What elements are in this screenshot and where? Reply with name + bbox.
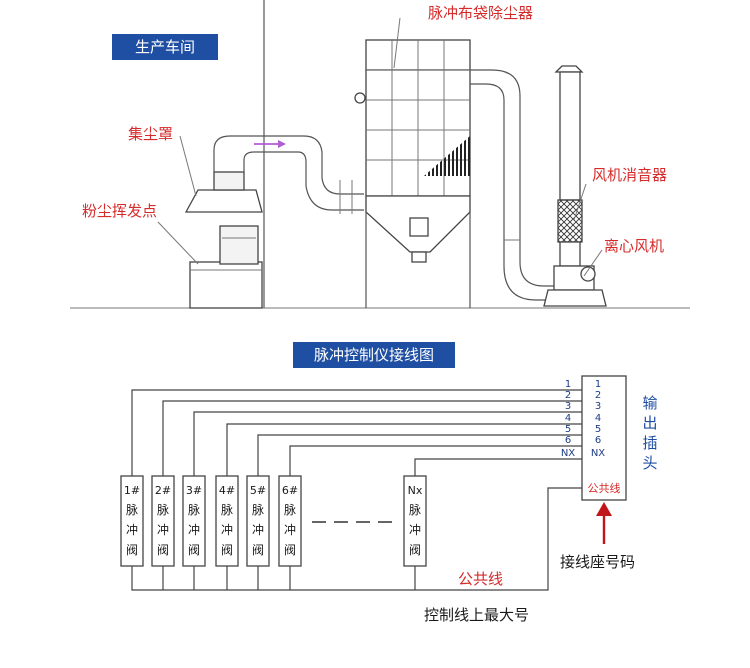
wire-number: 1 <box>565 379 571 390</box>
wiring-diagram: 脉冲控制仪接线图 1# 脉 冲 阀 <box>120 342 658 624</box>
terminal-number: 6 <box>595 435 601 446</box>
terminal-number: 1 <box>595 379 601 390</box>
valve-3: 3# 脉 冲 阀 <box>182 475 206 567</box>
terminal-common-label: 公共线 <box>588 481 621 495</box>
valve-id: 3# <box>186 484 202 497</box>
terminal-block: 1 2 3 4 5 6 NX 公共线 <box>581 375 627 501</box>
output-plug-char: 头 <box>642 454 657 472</box>
valve-char: 脉 <box>284 502 296 517</box>
dust-hood <box>184 171 263 213</box>
wire-number: NX <box>561 448 575 459</box>
terminal-number: 4 <box>595 413 601 424</box>
wire-number: 4 <box>565 413 571 424</box>
pointer-hood <box>179 135 197 197</box>
outlet-duct <box>470 69 560 301</box>
pointer-fan <box>583 249 603 277</box>
valve-1: 1# 脉 冲 阀 <box>120 475 144 567</box>
output-plug-char: 出 <box>642 414 657 432</box>
pointer-silencer <box>573 183 587 221</box>
pointer-collector <box>393 17 401 69</box>
terminal-number: 5 <box>595 424 601 435</box>
valve-char: 阀 <box>221 543 233 557</box>
workshop-label: 生产车间 <box>135 38 195 56</box>
wire-number: 3 <box>565 401 571 412</box>
valve-char: 阀 <box>284 543 296 557</box>
duct <box>213 135 364 214</box>
valve-char: 脉 <box>252 502 264 517</box>
valve-char: 阀 <box>409 543 421 557</box>
valve-4: 4# 脉 冲 阀 <box>215 475 239 567</box>
terminal-number: NX <box>591 448 605 459</box>
valve-char: 冲 <box>221 522 233 537</box>
arrow-up-icon <box>596 502 612 544</box>
valve-char: 脉 <box>188 502 200 517</box>
valve-id: 2# <box>155 484 171 497</box>
valve-char: 冲 <box>409 522 421 537</box>
common-line-label: 公共线 <box>458 570 503 588</box>
output-plug-char: 输 <box>642 394 657 412</box>
output-plug-char: 插 <box>642 434 657 452</box>
valve-6: 6# 脉 冲 阀 <box>278 475 302 567</box>
valve-char: 脉 <box>409 502 421 517</box>
valve-char: 阀 <box>252 543 264 557</box>
valve-char: 脉 <box>221 502 233 517</box>
common-wire <box>131 487 582 591</box>
wire-number: 6 <box>565 435 571 446</box>
valve-char: 脉 <box>126 502 138 517</box>
socket-number-label: 接线座号码 <box>560 553 635 571</box>
valve-id: 4# <box>219 484 235 497</box>
valve-char: 阀 <box>188 543 200 557</box>
valve-char: 脉 <box>157 502 169 517</box>
valve-nx: Nx 脉 冲 阀 <box>403 475 427 567</box>
dust-source-machine <box>189 225 263 309</box>
silencer-label: 风机消音器 <box>592 166 667 184</box>
dust-point-label: 粉尘挥发点 <box>82 202 157 220</box>
valve-char: 冲 <box>188 522 200 537</box>
wire-number: 5 <box>565 424 571 435</box>
wire-number: 2 <box>565 390 571 401</box>
valve-2: 2# 脉 冲 阀 <box>151 475 175 567</box>
signal-wires <box>131 389 582 476</box>
workshop-badge <box>112 34 218 60</box>
wiring-title: 脉冲控制仪接线图 <box>314 346 434 364</box>
pointer-dust-point <box>157 221 199 265</box>
valve-char: 冲 <box>126 522 138 537</box>
terminal-number: 2 <box>595 390 601 401</box>
wiring-title-badge <box>293 342 455 368</box>
valve-char: 冲 <box>252 522 264 537</box>
bag-collector <box>354 39 471 308</box>
valve-char: 冲 <box>157 522 169 537</box>
valve-id: Nx <box>408 484 423 497</box>
chimney-stack <box>543 65 607 307</box>
max-number-label: 控制线上最大号 <box>424 606 529 624</box>
wire-numbers: 1 2 3 4 5 6 NX <box>561 379 575 459</box>
valve-char: 阀 <box>126 543 138 557</box>
valve-char: 冲 <box>284 522 296 537</box>
valve-id: 1# <box>124 484 140 497</box>
valve-char: 阀 <box>157 543 169 557</box>
terminal-number: 3 <box>595 401 601 412</box>
hood-label: 集尘罩 <box>128 125 173 143</box>
valve-id: 6# <box>282 484 298 497</box>
output-plug-label: 输 出 插 头 <box>642 394 657 472</box>
valve-5: 5# 脉 冲 阀 <box>246 475 270 567</box>
dust-collector-label: 脉冲布袋除尘器 <box>428 4 533 22</box>
plant-schematic: 生产车间 脉冲布袋除尘器 集尘罩 粉尘挥发点 风机消音器 离心风机 <box>70 0 690 309</box>
fan-label: 离心风机 <box>604 237 664 255</box>
valve-id: 5# <box>250 484 266 497</box>
